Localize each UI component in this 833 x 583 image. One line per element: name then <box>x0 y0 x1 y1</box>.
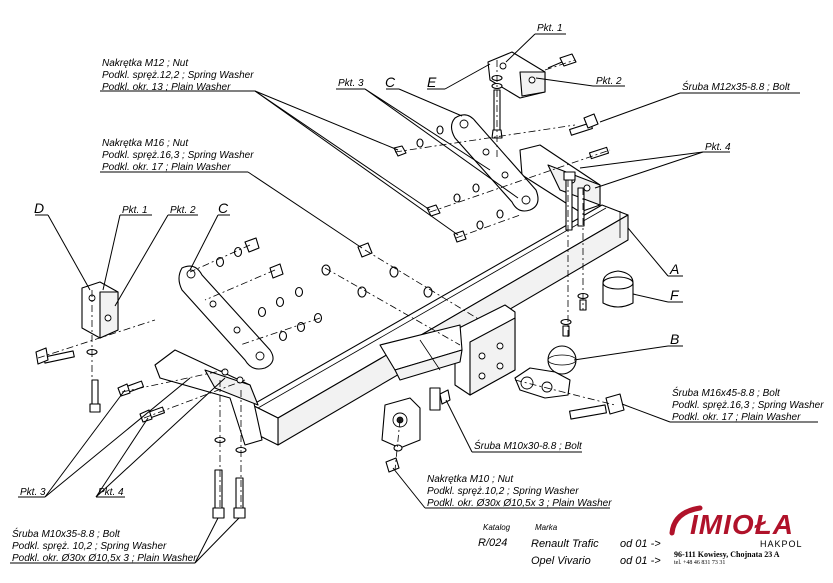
label-f-right: F <box>670 287 680 303</box>
brand-logo: IMIOŁA <box>690 509 794 540</box>
label-pkt3-top: Pkt. 3 <box>338 78 364 89</box>
label-c-left: C <box>218 200 229 216</box>
katalog-label: Katalog <box>483 523 511 532</box>
tow-ball-b <box>514 345 577 399</box>
label-pkt3-left: Pkt. 3 <box>20 487 46 498</box>
fasteners <box>35 53 625 519</box>
marka-label: Marka <box>535 523 558 532</box>
side-arm-c-left <box>178 265 274 370</box>
label-nut-m16-3: Podkl. okr. 17 ; Plain Washer <box>102 162 231 173</box>
label-pkt4-right: Pkt. 4 <box>705 142 731 153</box>
label-bolt-m10x30: Śruba M10x30-8.8 ; Bolt <box>474 439 583 452</box>
left-bracket-d <box>81 281 119 339</box>
brand-hakpol: HAKPOL <box>760 539 803 549</box>
assembly-axis-lines <box>37 59 616 510</box>
katalog-value: R/024 <box>478 537 508 549</box>
model-1-name: Renault Trafic <box>531 538 599 550</box>
left-beam-bracket <box>154 349 263 446</box>
callout-labels: Pkt. 1 Pkt. 2 Pkt. 3 C E Śruba M12x35-8.… <box>12 23 824 564</box>
label-pkt4-left: Pkt. 4 <box>98 487 124 498</box>
label-nut-m16-2: Podkl. spręż.16,3 ; Spring Washer <box>102 150 254 161</box>
label-pkt1-left: Pkt. 1 <box>122 205 148 216</box>
company-phone: tel. +48 46 831 73 31 <box>674 560 726 566</box>
label-pkt1-top: Pkt. 1 <box>537 23 563 34</box>
model-2-name: Opel Vivario <box>531 555 591 567</box>
label-bolt-m16-1: Śruba M16x45-8.8 ; Bolt <box>672 386 781 399</box>
label-nut-m16-1: Nakrętka M16 ; Nut <box>102 138 189 149</box>
leader-lines <box>10 33 818 564</box>
label-nut-m10-1: Nakrętka M10 ; Nut <box>427 474 514 485</box>
socket-plate <box>381 387 441 449</box>
label-nut-m12-2: Podkl. spręż.12,2 ; Spring Washer <box>102 70 254 81</box>
label-bolt-m10x35-3: Podkl. okr. Ø30x Ø10,5x 3 ; Plain Washer <box>12 553 197 564</box>
label-nut-m12-3: Podkl. okr. 13 ; Plain Washer <box>102 82 231 93</box>
label-bolt-m10x35-2: Podkl. spręż. 10,2 ; Spring Washer <box>12 541 167 552</box>
label-d-left: D <box>34 200 44 216</box>
logo-swoosh-icon <box>669 505 703 536</box>
ball-cover-f <box>602 270 634 308</box>
model-1-from: od 01 -> <box>620 538 661 550</box>
label-bolt-m12: Śruba M12x35-8.8 ; Bolt <box>682 80 791 93</box>
label-nut-m10-2: Podkl. spręż.10,2 ; Spring Washer <box>427 486 579 497</box>
label-pkt2-left: Pkt. 2 <box>170 205 196 216</box>
label-pkt2-top: Pkt. 2 <box>596 76 622 87</box>
label-e-top: E <box>427 74 437 90</box>
label-b-right: B <box>670 331 679 347</box>
label-bolt-m16-2: Podkl. spręż.16,3 ; Spring Washer <box>672 400 824 411</box>
label-bolt-m16-3: Podkl. okr. 17 ; Plain Washer <box>672 412 801 423</box>
side-arm-c-top <box>450 114 539 212</box>
label-c-top: C <box>385 74 396 90</box>
company-address: 96-111 Kowiesy, Chojnata 23 A <box>674 550 780 559</box>
model-2-from: od 01 -> <box>620 555 661 567</box>
label-a-right: A <box>669 261 679 277</box>
label-nut-m10-3: Podkl. okr. Ø30x Ø10,5x 3 ; Plain Washer <box>427 498 612 509</box>
label-bolt-m10x35-1: Śruba M10x35-8.8 ; Bolt <box>12 527 121 540</box>
centre-mount-plate <box>379 304 516 396</box>
label-nut-m12-1: Nakrętka M12 ; Nut <box>102 58 189 69</box>
